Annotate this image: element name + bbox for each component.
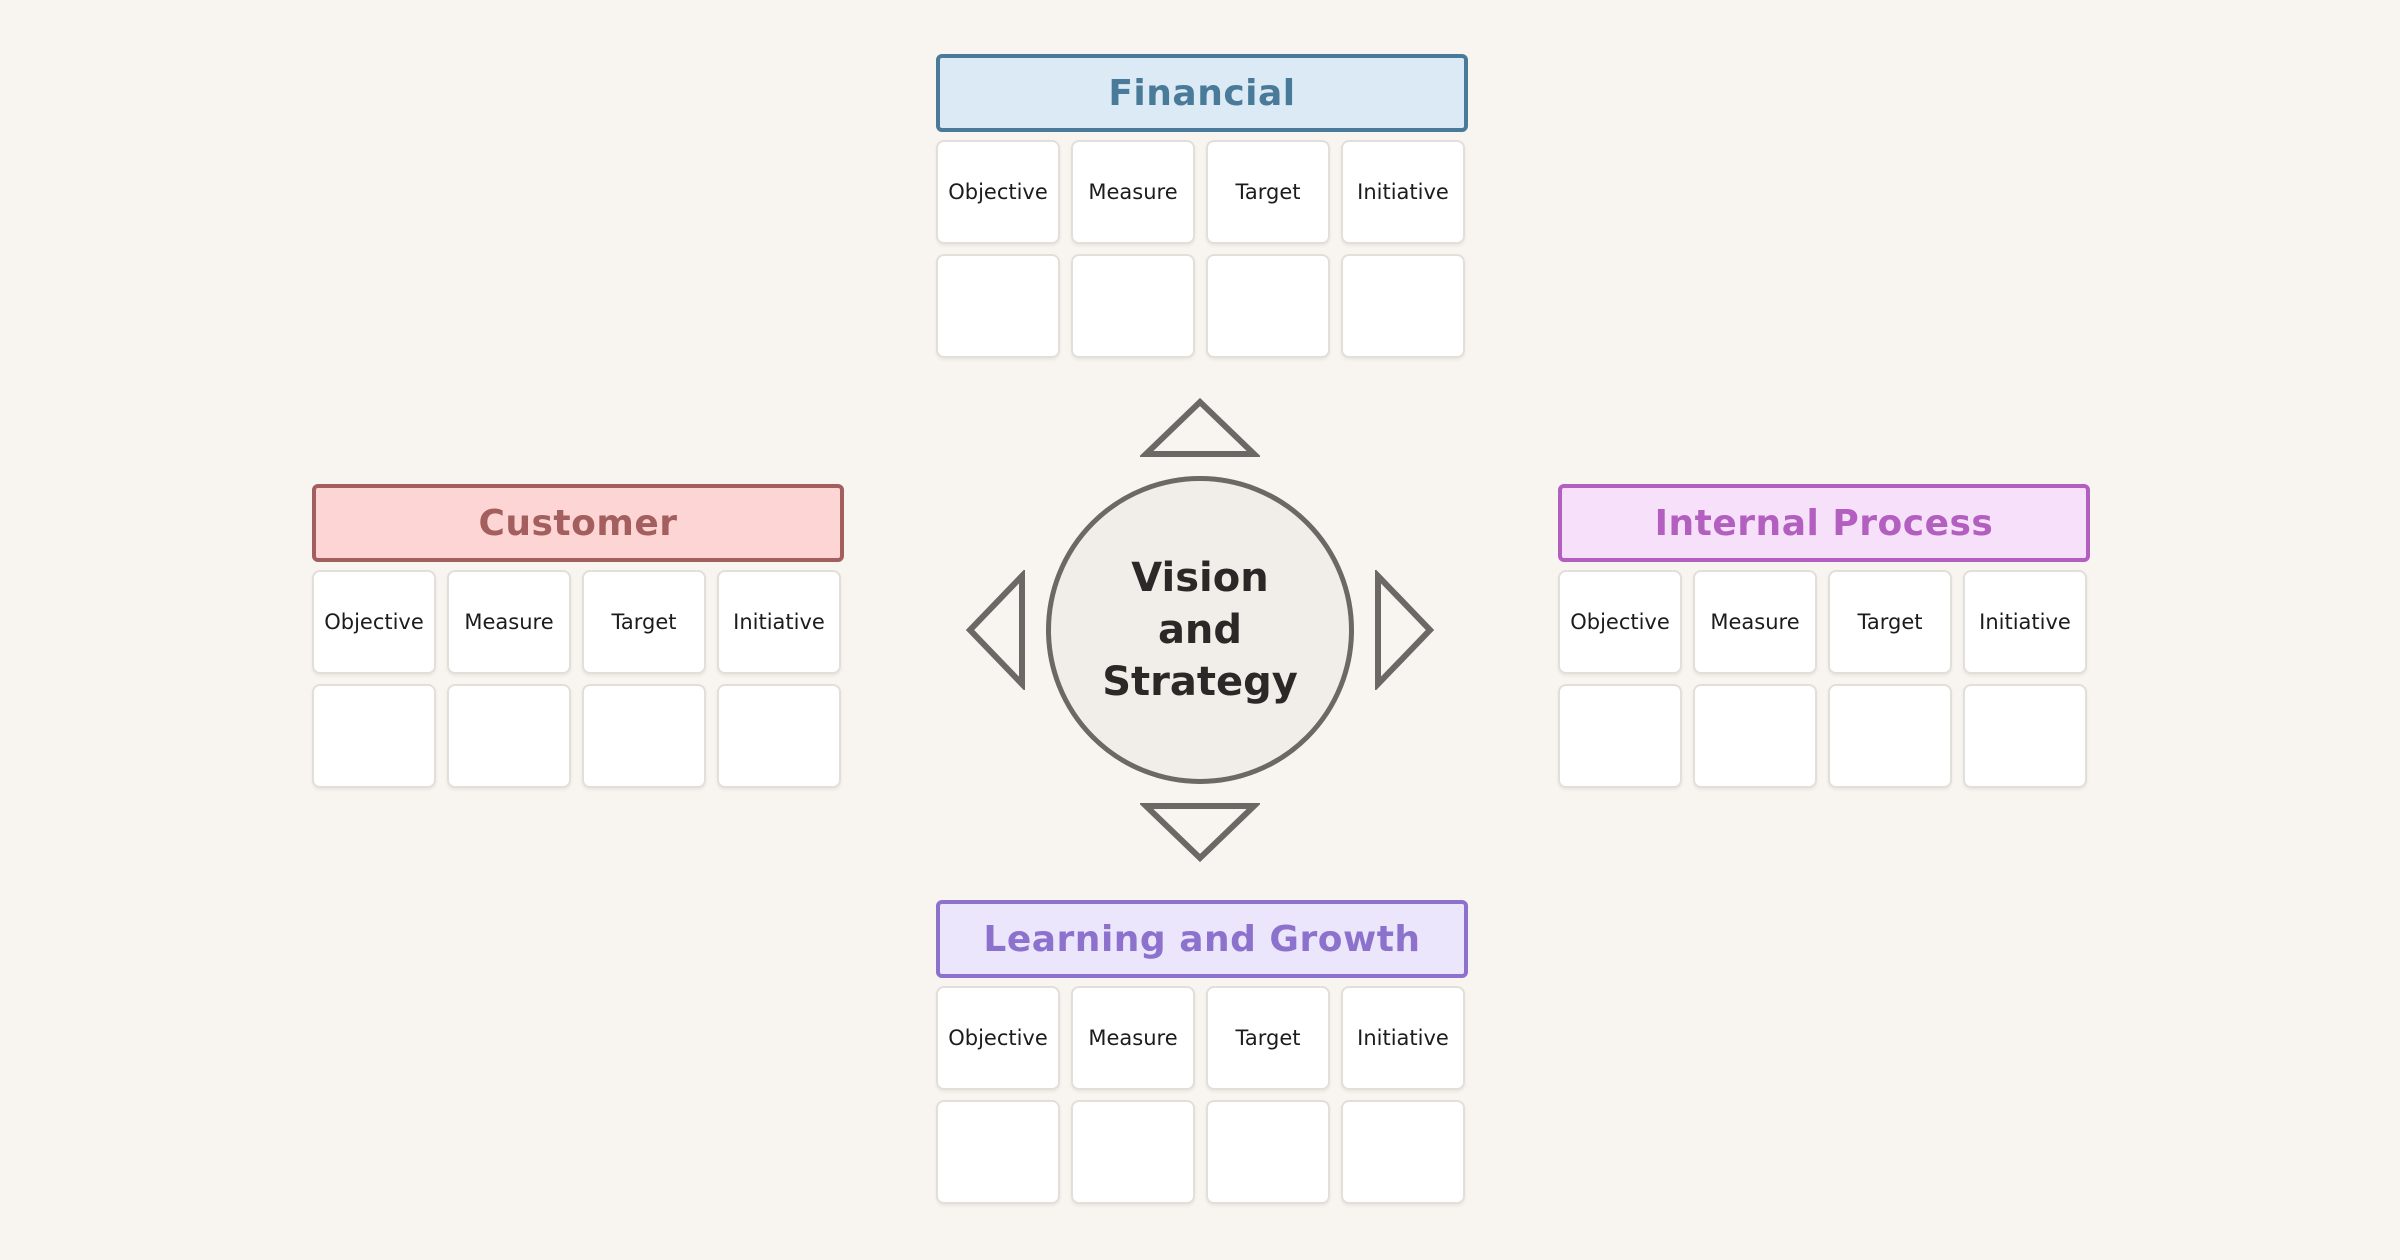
customer-measure-input[interactable] [447,684,571,788]
hub-line-1: Vision [1131,555,1269,601]
learning-growth-panel: Learning and Growth Objective Measure Ta… [936,900,1468,1204]
internal-process-grid: Objective Measure Target Initiative [1558,570,2090,788]
customer-objective-label[interactable]: Objective [312,570,436,674]
customer-grid: Objective Measure Target Initiative [312,570,844,788]
financial-target-label[interactable]: Target [1206,140,1330,244]
learning-growth-initiative-label[interactable]: Initiative [1341,986,1465,1090]
learning-growth-measure-input[interactable] [1071,1100,1195,1204]
triangle-down-icon [1140,803,1260,863]
internal-process-measure-input[interactable] [1693,684,1817,788]
financial-panel: Financial Objective Measure Target Initi… [936,54,1468,358]
internal-process-target-label[interactable]: Target [1828,570,1952,674]
triangle-left-icon [965,570,1025,690]
learning-growth-objective-input[interactable] [936,1100,1060,1204]
customer-initiative-input[interactable] [717,684,841,788]
learning-growth-header[interactable]: Learning and Growth [936,900,1468,978]
internal-process-measure-label[interactable]: Measure [1693,570,1817,674]
internal-process-panel: Internal Process Objective Measure Targe… [1558,484,2090,788]
internal-process-objective-label[interactable]: Objective [1558,570,1682,674]
financial-measure-label[interactable]: Measure [1071,140,1195,244]
vision-strategy-hub[interactable]: Vision and Strategy [1046,476,1354,784]
internal-process-initiative-input[interactable] [1963,684,2087,788]
internal-process-header[interactable]: Internal Process [1558,484,2090,562]
learning-growth-measure-label[interactable]: Measure [1071,986,1195,1090]
learning-growth-initiative-input[interactable] [1341,1100,1465,1204]
learning-growth-grid: Objective Measure Target Initiative [936,986,1468,1204]
financial-initiative-label[interactable]: Initiative [1341,140,1465,244]
financial-grid: Objective Measure Target Initiative [936,140,1468,358]
learning-growth-objective-label[interactable]: Objective [936,986,1060,1090]
triangle-up-icon [1140,397,1260,457]
triangle-right-icon [1375,570,1435,690]
internal-process-target-input[interactable] [1828,684,1952,788]
learning-growth-target-label[interactable]: Target [1206,986,1330,1090]
internal-process-objective-input[interactable] [1558,684,1682,788]
hub-line-2: and [1157,607,1243,653]
customer-objective-input[interactable] [312,684,436,788]
financial-objective-input[interactable] [936,254,1060,358]
financial-measure-input[interactable] [1071,254,1195,358]
customer-initiative-label[interactable]: Initiative [717,570,841,674]
hub-line-3: Strategy [1102,659,1298,705]
customer-panel: Customer Objective Measure Target Initia… [312,484,844,788]
internal-process-initiative-label[interactable]: Initiative [1963,570,2087,674]
financial-target-input[interactable] [1206,254,1330,358]
financial-initiative-input[interactable] [1341,254,1465,358]
learning-growth-target-input[interactable] [1206,1100,1330,1204]
financial-objective-label[interactable]: Objective [936,140,1060,244]
customer-target-input[interactable] [582,684,706,788]
financial-header[interactable]: Financial [936,54,1468,132]
customer-measure-label[interactable]: Measure [447,570,571,674]
customer-target-label[interactable]: Target [582,570,706,674]
customer-header[interactable]: Customer [312,484,844,562]
